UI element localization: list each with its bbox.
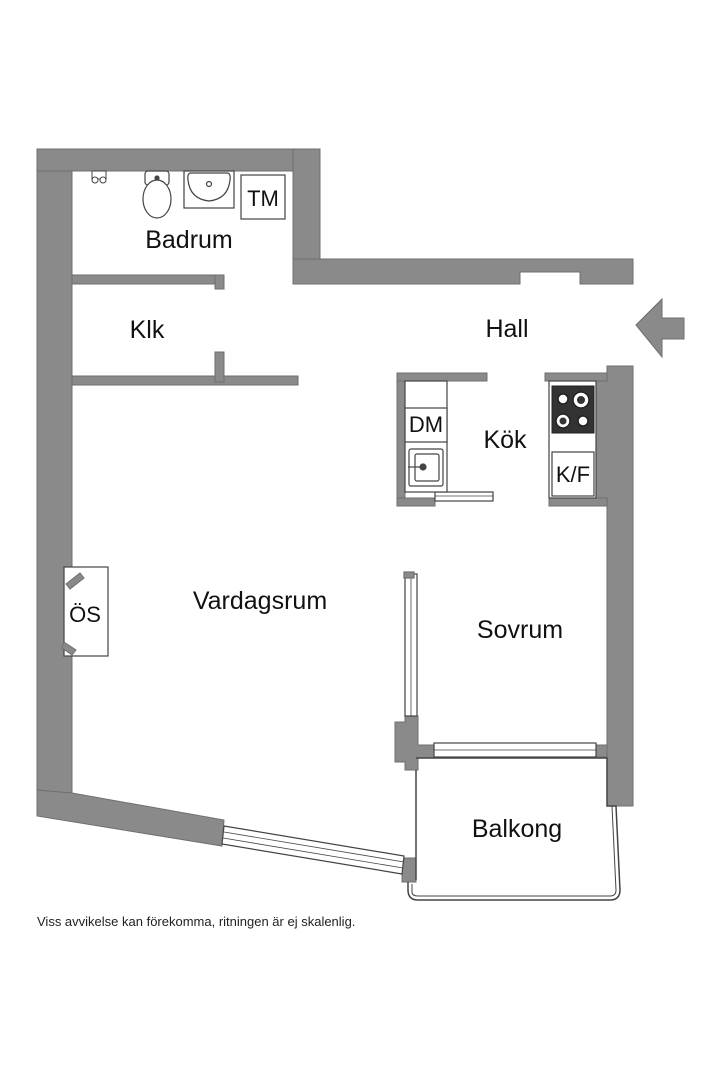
- room-label-hall: Hall: [485, 315, 528, 343]
- wall-badrum-klk: [71, 274, 225, 285]
- wall-kitchen-bottom-left: [396, 497, 436, 507]
- balcony-outline: [407, 757, 621, 901]
- kf-box: [551, 451, 595, 497]
- os-closet: ÖS: [61, 566, 109, 657]
- wall-bottom-corner: [401, 857, 417, 883]
- washbasin-icon: [183, 170, 235, 209]
- wall-balcony-right: [595, 744, 608, 758]
- room-label-sovrum: Sovrum: [477, 616, 563, 644]
- dm-label: DM: [409, 412, 443, 437]
- toilet-icon: [142, 170, 172, 219]
- interior-walls: [71, 274, 608, 771]
- wall-top-hall: [292, 258, 634, 285]
- entrance-arrow-icon: [635, 297, 685, 359]
- wall-kitchen-top-left: [396, 372, 488, 382]
- walls: [36, 148, 634, 883]
- tm-label: TM: [247, 186, 279, 211]
- windows: [221, 491, 597, 875]
- window-vardagsrum: [221, 825, 405, 875]
- room-label-vardagsrum: Vardagsrum: [193, 587, 327, 615]
- room-label-klk: Klk: [130, 316, 165, 344]
- stove-icon: [551, 385, 595, 434]
- kitchen-counter-edge: [434, 491, 494, 502]
- os-label: ÖS: [69, 602, 101, 627]
- disclaimer-text: Viss avvikelse kan förekomma, ritningen …: [37, 914, 356, 929]
- room-label-kok: Kök: [483, 426, 527, 454]
- wall-badrum-klk-stub: [214, 274, 225, 290]
- kitchen-sink-icon: [408, 448, 444, 487]
- wall-right: [595, 365, 634, 807]
- room-label-badrum: Badrum: [145, 226, 233, 254]
- wall-bottom-left: [36, 789, 225, 847]
- wall-klk-stub: [214, 351, 225, 383]
- wall-kitchen-left: [396, 372, 406, 507]
- wall-klk-vardagsrum: [71, 375, 299, 386]
- shower-tap-icon: [91, 170, 107, 184]
- room-label-balkong: Balkong: [472, 815, 562, 843]
- kf-label: K/F: [556, 462, 590, 487]
- wall-top-badrum: [36, 148, 321, 172]
- wall-left: [36, 148, 73, 810]
- wall-kitchen-bottom-right: [548, 497, 608, 507]
- tm-box: TM: [240, 174, 286, 220]
- wall-kitchen-top-right: [544, 372, 608, 382]
- wall-column-sovrum: [394, 715, 435, 771]
